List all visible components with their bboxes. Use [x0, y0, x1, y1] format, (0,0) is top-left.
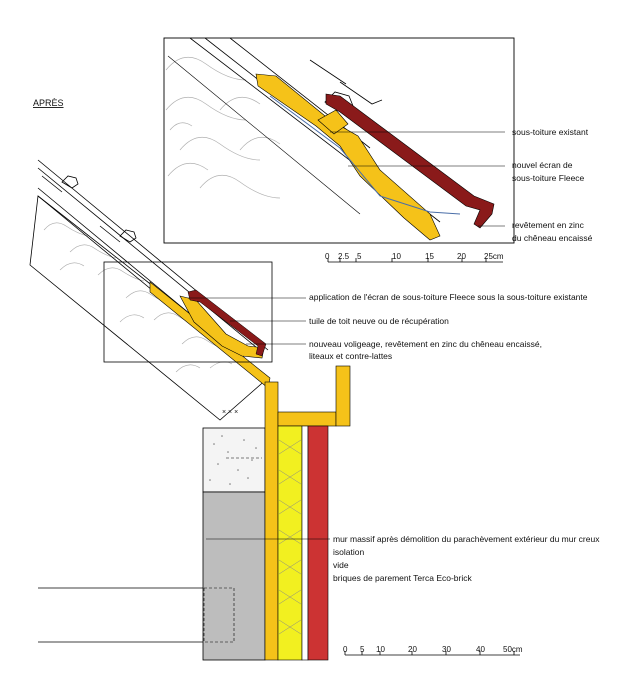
roof-tiles — [41, 175, 137, 243]
wall-wood-stud — [264, 381, 279, 661]
detail-insulation-pattern — [165, 56, 281, 199]
main-scale-tick-6: 50cm — [503, 645, 523, 654]
label-new-screen-1: nouvel écran de — [512, 160, 573, 170]
label-insulation: isolation — [333, 547, 364, 557]
label-new-sheathing: nouveau voligeage, revêtement en zinc du… — [309, 339, 542, 349]
roof-insulation-pattern — [43, 222, 233, 373]
wall-wood-cap — [277, 411, 337, 427]
main-scale-tick-5: 40 — [476, 645, 485, 654]
label-zinc-1: revêtement en zinc — [512, 220, 585, 230]
wall-section — [38, 365, 351, 661]
ring-beam-dots — [209, 435, 257, 485]
wall-ring-beam — [202, 427, 266, 493]
label-battens: liteaux et contre-lattes — [309, 351, 392, 361]
detail-wood-block — [317, 109, 349, 135]
label-new-tile: tuile de toit neuve ou de récupération — [309, 316, 449, 326]
detail-scale-tick-2: 5 — [357, 252, 362, 261]
roof-new-tile — [187, 289, 267, 357]
detail-scale-tick-5: 20 — [457, 252, 466, 261]
detail-marker-box — [103, 261, 273, 363]
detail-scale-tick-6: 25cm — [484, 252, 504, 261]
title-label: APRÈS — [33, 98, 64, 108]
main-scale-ticks — [344, 651, 515, 655]
label-existing-underlay: sous-toiture existant — [512, 127, 589, 137]
detail-scale-tick-4: 15 — [425, 252, 434, 261]
wall-facing-brick — [307, 425, 329, 661]
detail-scale-tick-0: 0 — [325, 252, 330, 261]
insulation-pattern — [278, 439, 302, 635]
wall-labels: mur massif après démolition du parachève… — [333, 534, 600, 583]
wall-cavity — [301, 425, 309, 661]
detail-line-4 — [167, 55, 361, 215]
wall-solid-masonry — [202, 491, 266, 661]
roof-section: × × × — [29, 159, 271, 421]
label-facing-brick: briques de parement Terca Eco-brick — [333, 573, 472, 583]
detail-scale-bar: 0 2.5 5 10 15 20 25cm — [325, 252, 504, 263]
label-void: vide — [333, 560, 349, 570]
detail-scale-tick-3: 10 — [392, 252, 401, 261]
roof-marks: × × × — [222, 409, 238, 416]
label-zinc-2: du chêneau encaissé — [512, 233, 593, 243]
main-scale-tick-4: 30 — [442, 645, 451, 654]
label-fleece-application: application de l'écran de sous-toiture F… — [309, 292, 588, 302]
main-scale-tick-1: 5 — [360, 645, 365, 654]
detail-box-content — [165, 38, 495, 241]
roof-labels: application de l'écran de sous-toiture F… — [309, 292, 588, 361]
detail-scale-ticks — [327, 258, 487, 262]
main-scale-tick-0: 0 — [343, 645, 348, 654]
main-scale-bar: 0 5 10 20 30 40 50cm — [343, 645, 523, 656]
detail-new-tile — [325, 93, 495, 229]
label-solid-wall: mur massif après démolition du parachève… — [333, 534, 600, 544]
main-scale-tick-3: 20 — [408, 645, 417, 654]
leader-lines — [188, 131, 505, 540]
detail-scale-tick-1: 2.5 — [338, 252, 350, 261]
detail-zinc-line — [269, 95, 461, 215]
gutter-post — [335, 365, 351, 427]
wall-insulation — [277, 425, 303, 661]
detail-labels: sous-toiture existant nouvel écran de so… — [512, 127, 593, 243]
roof-line-2 — [37, 167, 263, 353]
main-scale-tick-2: 10 — [376, 645, 385, 654]
wall-opening-dashed — [203, 587, 235, 643]
roof-insulation — [29, 195, 269, 421]
label-new-screen-2: sous-toiture Fleece — [512, 173, 585, 183]
